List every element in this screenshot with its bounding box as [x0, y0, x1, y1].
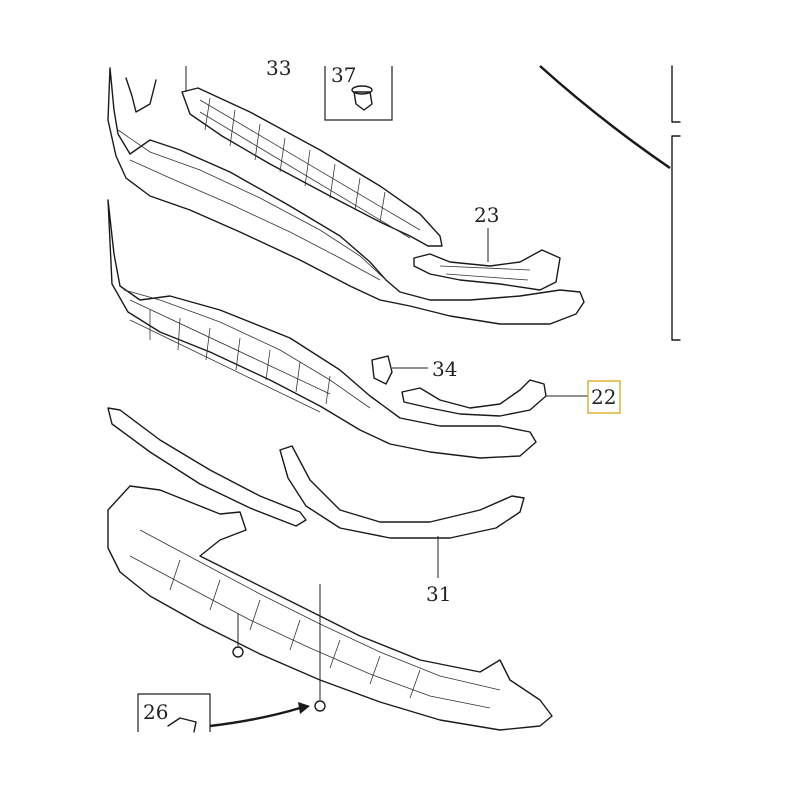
lower-bumper-cover[interactable] — [107, 199, 537, 459]
callout-37: 37 — [331, 63, 356, 87]
callout-22-highlight — [587, 380, 621, 414]
fasteners — [232, 584, 326, 712]
leader-lines — [185, 66, 588, 578]
bracket-23-part[interactable] — [413, 249, 561, 291]
callout-26: 26 — [143, 700, 168, 724]
callout-box-37 — [324, 66, 393, 121]
arrow-26 — [209, 702, 310, 728]
callout-33: 33 — [266, 56, 291, 80]
clip-34-part[interactable] — [371, 355, 393, 385]
callout-22: 22 — [591, 385, 616, 409]
side-rail-part[interactable] — [107, 407, 307, 527]
upper-grille-part[interactable] — [181, 87, 443, 247]
frame-lines — [539, 65, 681, 341]
callout-23: 23 — [474, 203, 499, 227]
bracket-22-part[interactable] — [401, 379, 547, 417]
callout-box-26 — [137, 693, 211, 733]
callout-31: 31 — [426, 582, 451, 606]
trim-strip-31-part[interactable] — [279, 445, 525, 539]
callout-34: 34 — [432, 357, 457, 381]
upper-bumper-cover[interactable] — [107, 67, 585, 325]
